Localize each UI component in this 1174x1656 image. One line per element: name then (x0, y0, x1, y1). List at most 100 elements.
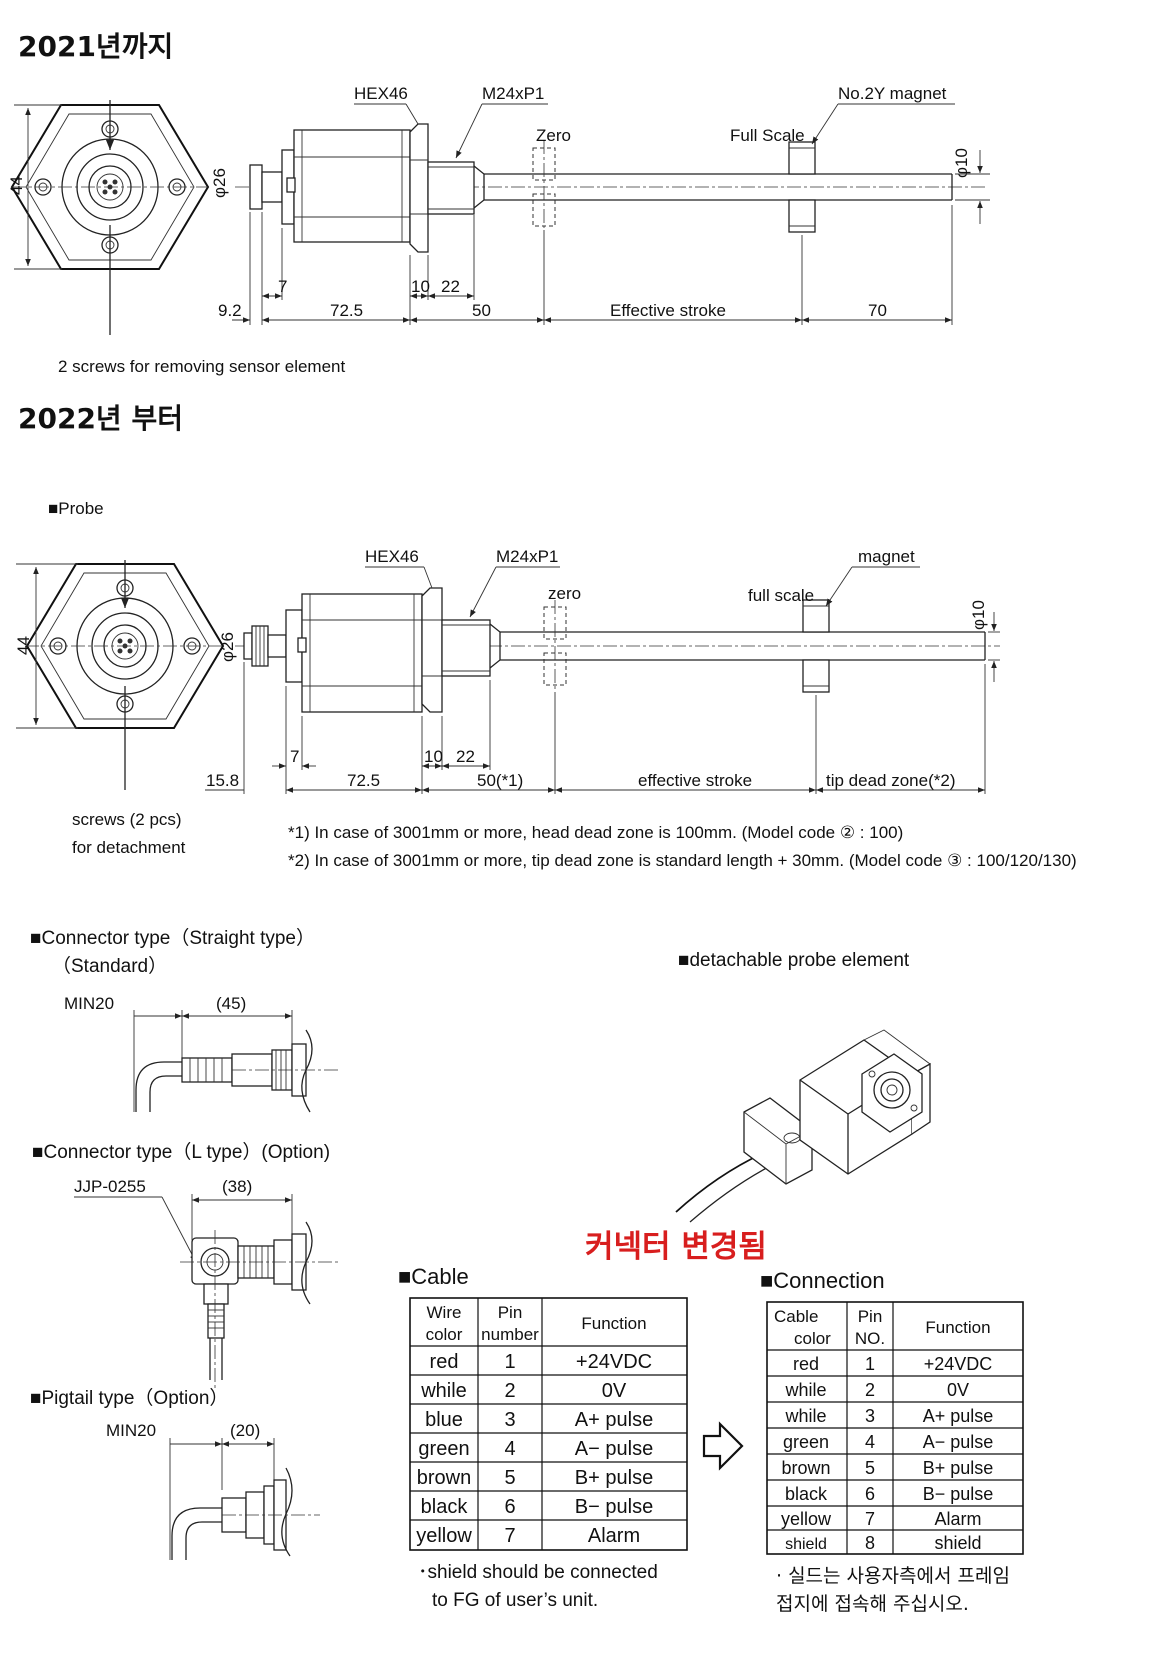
connector-l-type: ■Connector type（L type）(Option) JJP-0255… (32, 1141, 340, 1388)
note-tip-dead-zone: *2) In case of 3001mm or more, tip dead … (288, 851, 1077, 870)
cable-header-color-1: Wire (427, 1303, 462, 1322)
label-thread-2021: M24xP1 (482, 84, 544, 103)
label-dia-rod-2021: φ10 (952, 148, 971, 178)
dim-d1-2021: 9.2 (218, 301, 242, 320)
dim-d2-2021: 7 (278, 277, 287, 296)
table-cell: green (418, 1438, 469, 1460)
table-cell: A− pulse (923, 1432, 994, 1452)
dim-width-2021: 44 (7, 176, 26, 195)
dim-d3-2022: 72.5 (347, 771, 380, 790)
table-cell: 2 (865, 1380, 875, 1400)
label-magnet-2021: No.2Y magnet (838, 84, 947, 103)
table-cell: yellow (416, 1525, 472, 1547)
table-cell: 2 (504, 1380, 515, 1402)
cable-table: ■Cable Wire color Pin number Function re… (398, 1264, 688, 1611)
dim-d5-2022: 22 (456, 747, 475, 766)
dim-d4-2022: 10 (424, 747, 443, 766)
dim-d2-2022: 7 (290, 747, 299, 766)
ltype-title: ■Connector type（L type）(Option) (32, 1141, 330, 1163)
table-cell: +24VDC (576, 1351, 652, 1373)
table-cell: 6 (504, 1496, 515, 1518)
table-cell: 7 (865, 1509, 875, 1529)
table-cell: 0V (947, 1380, 969, 1400)
table-cell: 5 (865, 1458, 875, 1478)
table-cell: 5 (504, 1467, 515, 1489)
change-notice: 커넥터 변경됨 (585, 1229, 767, 1265)
connection-header-color-2: color (794, 1329, 831, 1348)
table-cell: B+ pulse (575, 1467, 653, 1489)
table-cell: A− pulse (575, 1438, 653, 1460)
note-screws-2021: 2 screws for removing sensor element (58, 357, 346, 376)
table-cell: A+ pulse (923, 1406, 994, 1426)
label-zero-2021: Zero (536, 126, 571, 145)
connection-header-pin-1: Pin (858, 1307, 883, 1326)
note-screws-line1: screws (2 pcs) (72, 810, 182, 829)
dim-d8-2021: 70 (868, 301, 887, 320)
straight-length: (45) (216, 994, 246, 1013)
table-cell: B− pulse (575, 1496, 653, 1518)
straight-title: ■Connector type（Straight type） (30, 927, 315, 949)
drawing-2022: ■Probe 44 HEX46 M24xP1 zero (14, 499, 1077, 870)
table-cell: yellow (781, 1509, 832, 1529)
table-cell: Alarm (934, 1509, 981, 1529)
section-probe: ■Probe (48, 499, 104, 518)
dim-d4-2021: 10 (411, 277, 430, 296)
table-cell: black (421, 1496, 469, 1518)
drawing-2021: 44 HEX46 M24xP1 Zero Full Scale No.2Y ma… (7, 84, 990, 376)
probe-element-view: ■detachable probe element (675, 950, 931, 1223)
table-cell: +24VDC (924, 1354, 993, 1374)
table-cell: 3 (504, 1409, 515, 1431)
connector-pigtail: ■Pigtail type（Option） MIN20 (20) (30, 1387, 320, 1560)
dim-d8-2022: tip dead zone(*2) (826, 771, 955, 790)
table-cell: 4 (504, 1438, 515, 1460)
connection-note-line1: · 실드는 사용자측에서 프레임 (776, 1565, 1010, 1587)
cable-header-function: Function (581, 1314, 646, 1333)
pigtail-length: (20) (230, 1421, 260, 1440)
table-cell: 6 (865, 1484, 875, 1504)
table-cell: red (793, 1354, 819, 1374)
table-cell: while (784, 1380, 826, 1400)
cable-header-color-2: color (426, 1325, 463, 1344)
label-dia-body-2021: φ26 (210, 168, 229, 198)
probe-element-title: ■detachable probe element (678, 950, 910, 971)
pigtail-title: ■Pigtail type（Option） (30, 1387, 228, 1409)
dim-d3-2021: 72.5 (330, 301, 363, 320)
ltype-length: (38) (222, 1177, 252, 1196)
straight-min: MIN20 (64, 994, 114, 1013)
table-cell: 0V (602, 1380, 627, 1402)
note-screws-line2: for detachment (72, 838, 186, 857)
dim-width-2022: 44 (14, 636, 33, 655)
table-cell: black (785, 1484, 828, 1504)
label-dia-body-2022: φ26 (218, 632, 237, 662)
table-cell: blue (425, 1409, 463, 1431)
label-zero-2022: zero (548, 584, 581, 603)
table-cell: 1 (504, 1351, 515, 1373)
table-cell: 8 (865, 1533, 875, 1553)
cable-header-pin-1: Pin (498, 1303, 523, 1322)
cable-note-line1: ･shield should be connected (418, 1562, 658, 1583)
table-cell: 7 (504, 1525, 515, 1547)
label-hex-2022: HEX46 (365, 547, 419, 566)
dim-d5-2021: 22 (441, 277, 460, 296)
label-thread-2022: M24xP1 (496, 547, 558, 566)
label-magnet-2022: magnet (858, 547, 915, 566)
dim-d7-2021: Effective stroke (610, 301, 726, 320)
table-cell: red (430, 1351, 459, 1373)
right-arrow-icon (702, 1421, 744, 1471)
dim-d6-2022: 50(*1) (477, 771, 523, 790)
cable-title: ■Cable (398, 1264, 469, 1289)
connection-header-pin-2: NO. (855, 1329, 885, 1348)
table-cell: 3 (865, 1406, 875, 1426)
connector-straight: ■Connector type（Straight type） （Standard… (30, 927, 340, 1113)
heading-2022: 2022년 부터 (18, 402, 183, 435)
table-cell: brown (417, 1467, 471, 1489)
heading-2021: 2021년까지 (18, 30, 173, 63)
dim-d1-2022: 15.8 (206, 771, 239, 790)
connection-title: ■Connection (760, 1268, 885, 1293)
table-cell: A+ pulse (575, 1409, 653, 1431)
table-cell: shield (934, 1533, 981, 1553)
note-head-dead-zone: *1) In case of 3001mm or more, head dead… (288, 823, 903, 842)
ltype-part-number: JJP-0255 (74, 1177, 146, 1196)
dim-d7-2022: effective stroke (638, 771, 752, 790)
